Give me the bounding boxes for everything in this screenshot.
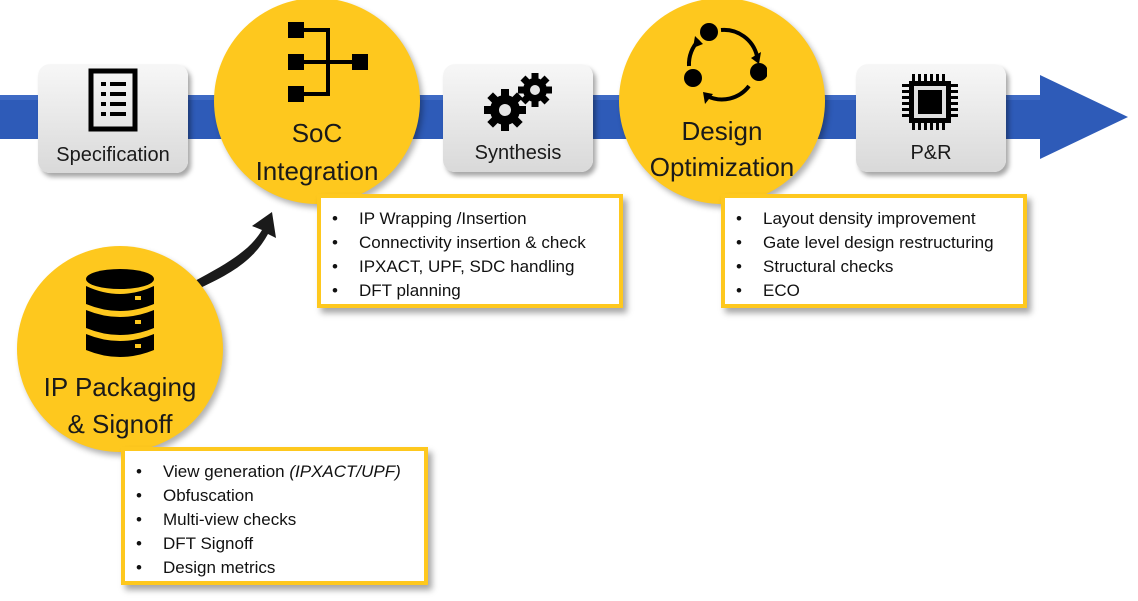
soc-integration-title-2: Integration bbox=[255, 156, 379, 186]
soc-integration-title-1: SoC bbox=[291, 118, 343, 148]
ip-packaging-stage: IP Packaging & Signoff bbox=[17, 246, 223, 452]
list-item: ECO bbox=[725, 279, 1023, 303]
ip-packaging-title-1: IP Packaging bbox=[43, 372, 197, 402]
view-generation-text: View generation bbox=[163, 462, 290, 481]
hierarchy-icon bbox=[288, 22, 368, 102]
list-item: DFT Signoff bbox=[125, 532, 424, 556]
list-item: IPXACT, UPF, SDC handling bbox=[321, 255, 619, 279]
synthesis-step: Synthesis bbox=[443, 64, 593, 172]
checklist-icon bbox=[88, 68, 138, 132]
design-optimization-title-1: Design bbox=[681, 116, 763, 146]
pnr-step: P&R bbox=[856, 64, 1006, 172]
synthesis-label: Synthesis bbox=[474, 142, 562, 164]
list-item: Design metrics bbox=[125, 556, 424, 580]
soc-integration-stage: SoC Integration bbox=[214, 0, 420, 204]
list-item: Obfuscation bbox=[125, 484, 424, 508]
list-item: Structural checks bbox=[725, 255, 1023, 279]
soc-integration-details: IP Wrapping /Insertion Connectivity inse… bbox=[317, 194, 623, 308]
curved-arrow bbox=[193, 212, 276, 288]
list-item: DFT planning bbox=[321, 279, 619, 303]
pnr-label: P&R bbox=[910, 142, 952, 164]
database-icon bbox=[86, 269, 154, 357]
specification-step: Specification bbox=[38, 64, 188, 173]
ip-packaging-title-2: & Signoff bbox=[67, 409, 173, 439]
cycle-icon bbox=[684, 23, 767, 104]
design-optimization-details: Layout density improvement Gate level de… bbox=[721, 194, 1027, 308]
specification-label: Specification bbox=[56, 144, 170, 166]
list-item: IP Wrapping /Insertion bbox=[321, 207, 619, 231]
view-generation-formats: (IPXACT/UPF) bbox=[289, 462, 401, 481]
list-item: Connectivity insertion & check bbox=[321, 231, 619, 255]
list-item: Multi-view checks bbox=[125, 508, 424, 532]
design-optimization-stage: Design Optimization bbox=[619, 0, 825, 204]
list-item: Layout density improvement bbox=[725, 207, 1023, 231]
gears-icon bbox=[484, 73, 552, 131]
list-item: View generation (IPXACT/UPF) bbox=[125, 460, 424, 484]
design-optimization-title-2: Optimization bbox=[649, 152, 795, 182]
ip-packaging-details: View generation (IPXACT/UPF) Obfuscation… bbox=[121, 447, 428, 585]
chip-icon bbox=[902, 74, 958, 130]
list-item: Gate level design restructuring bbox=[725, 231, 1023, 255]
